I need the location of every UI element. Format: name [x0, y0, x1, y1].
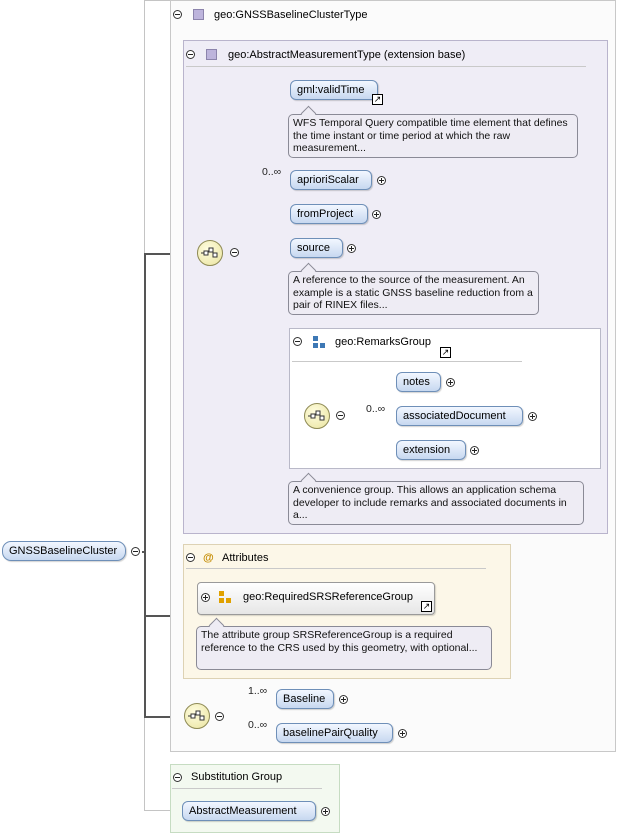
- element-label: fromProject: [297, 208, 354, 220]
- element-label: notes: [403, 376, 430, 388]
- minus-toggle-icon[interactable]: [186, 553, 195, 562]
- attributes-title: Attributes: [222, 552, 269, 564]
- plus-toggle-icon[interactable]: [528, 412, 537, 421]
- cardinality-label: 0..∞: [262, 166, 282, 178]
- element-label: Baseline: [283, 693, 326, 705]
- minus-toggle-icon[interactable]: [336, 411, 345, 420]
- outer-type-title: geo:GNSSBaselineClusterType: [214, 9, 368, 21]
- element-label: AbstractMeasurement: [189, 805, 297, 817]
- annotation-valid-time: WFS Temporal Query compatible time eleme…: [288, 114, 578, 158]
- attributes-at-icon: @: [203, 552, 214, 564]
- attribute-group-label: geo:RequiredSRSReferenceGroup: [243, 591, 413, 603]
- minus-toggle-icon[interactable]: [131, 547, 140, 556]
- element-baseline-pair-quality[interactable]: baselinePairQuality: [276, 723, 393, 743]
- sequence-compositor-icon[interactable]: [184, 703, 210, 729]
- element-label: gml:validTime: [297, 84, 365, 96]
- plus-toggle-icon[interactable]: [470, 446, 479, 455]
- link-arrow-icon[interactable]: ↗: [421, 601, 432, 612]
- element-label: GNSSBaselineCluster: [9, 545, 118, 557]
- connector: [144, 810, 182, 811]
- annotation-attribute-group: The attribute group SRSReferenceGroup is…: [196, 626, 492, 670]
- attribute-group-node[interactable]: [197, 582, 435, 615]
- connector: [144, 253, 146, 717]
- extension-base-title: geo:AbstractMeasurementType (extension b…: [228, 49, 466, 61]
- minus-toggle-icon[interactable]: [215, 712, 224, 721]
- cardinality-label: 1..∞: [248, 685, 268, 697]
- plus-toggle-icon[interactable]: [339, 695, 348, 704]
- element-notes[interactable]: notes: [396, 372, 441, 392]
- group-icon: [313, 336, 326, 349]
- element-valid-time[interactable]: gml:validTime: [290, 80, 378, 100]
- element-label: aprioriScalar: [297, 174, 359, 186]
- element-associated-document[interactable]: associatedDocument: [396, 406, 523, 426]
- cardinality-label: 0..∞: [366, 403, 386, 415]
- element-from-project[interactable]: fromProject: [290, 204, 368, 224]
- element-baseline[interactable]: Baseline: [276, 689, 334, 709]
- attribute-group-icon: [219, 591, 232, 604]
- link-arrow-icon[interactable]: ↗: [372, 94, 383, 105]
- divider: [186, 66, 586, 67]
- complex-type-icon: [206, 49, 217, 60]
- divider: [292, 361, 522, 362]
- complex-type-icon: [193, 9, 204, 20]
- sequence-compositor-icon[interactable]: [304, 403, 330, 429]
- minus-toggle-icon[interactable]: [293, 337, 302, 346]
- connector: [144, 716, 184, 718]
- sequence-compositor-icon[interactable]: [197, 240, 223, 266]
- cardinality-label: 0..∞: [248, 719, 268, 731]
- remarks-group-title: geo:RemarksGroup: [335, 336, 431, 348]
- minus-toggle-icon[interactable]: [230, 248, 239, 257]
- element-abstract-measurement[interactable]: AbstractMeasurement: [182, 801, 316, 821]
- minus-toggle-icon[interactable]: [173, 10, 182, 19]
- annotation-source: A reference to the source of the measure…: [288, 271, 539, 315]
- substitution-group-box: [170, 764, 340, 833]
- element-source[interactable]: source: [290, 238, 343, 258]
- divider: [186, 568, 486, 569]
- element-label: baselinePairQuality: [283, 727, 378, 739]
- plus-toggle-icon[interactable]: [321, 807, 330, 816]
- connector: [144, 0, 170, 1]
- minus-toggle-icon[interactable]: [173, 773, 182, 782]
- plus-toggle-icon[interactable]: [446, 378, 455, 387]
- element-label: extension: [403, 444, 451, 456]
- element-extension[interactable]: extension: [396, 440, 466, 460]
- link-arrow-icon[interactable]: ↗: [440, 347, 451, 358]
- substitution-group-title: Substitution Group: [191, 771, 283, 783]
- plus-toggle-icon[interactable]: [398, 729, 407, 738]
- minus-toggle-icon[interactable]: [186, 50, 195, 59]
- annotation-remarks-group: A convenience group. This allows an appl…: [288, 481, 584, 525]
- element-apriori-scalar[interactable]: aprioriScalar: [290, 170, 372, 190]
- plus-toggle-icon[interactable]: [377, 176, 386, 185]
- element-label: source: [297, 242, 331, 254]
- plus-toggle-icon[interactable]: [201, 593, 210, 602]
- plus-toggle-icon[interactable]: [347, 244, 356, 253]
- root-element-gnss-baseline-cluster[interactable]: GNSSBaselineCluster: [2, 541, 126, 561]
- element-label: associatedDocument: [403, 410, 506, 422]
- plus-toggle-icon[interactable]: [372, 210, 381, 219]
- divider: [172, 788, 322, 789]
